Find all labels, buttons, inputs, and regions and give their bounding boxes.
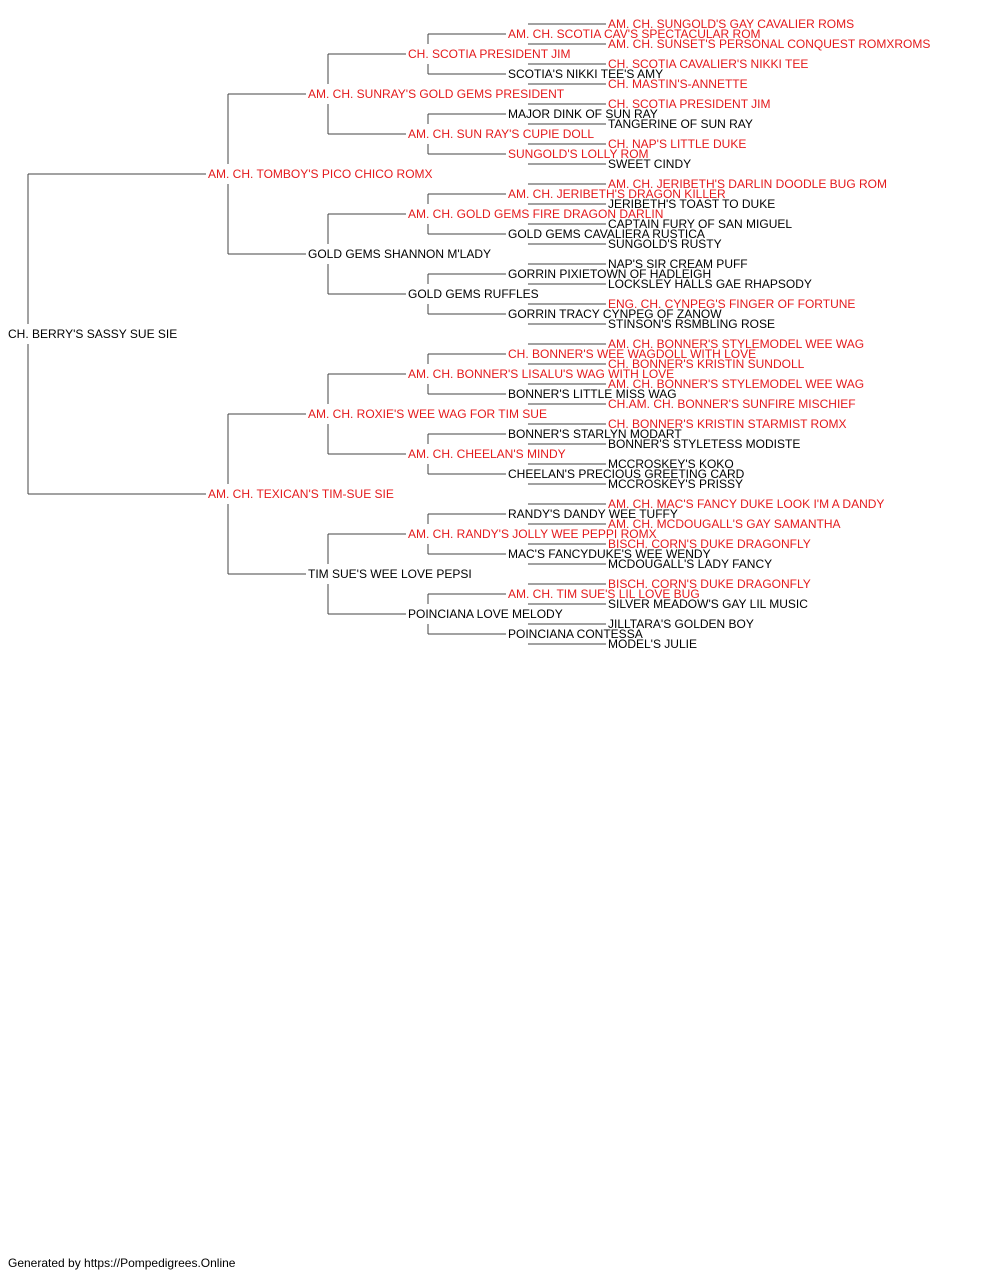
ancestor-name-gen-5: CH. MASTIN'S-ANNETTE	[608, 77, 748, 91]
ancestor-name-gen-2: AM. CH. ROXIE'S WEE WAG FOR TIM SUE	[308, 407, 547, 421]
ancestor-name-gen-5: MCCROSKEY'S PRISSY	[608, 477, 743, 491]
ancestor-name-gen-3: AM. CH. BONNER'S LISALU'S WAG WITH LOVE	[408, 367, 674, 381]
ancestor-name-gen-4: CHEELAN'S PRECIOUS GREETING CARD	[508, 467, 745, 481]
ancestor-name-gen-4: AM. CH. SCOTIA CAV'S SPECTACULAR ROM	[508, 27, 761, 41]
ancestor-name-gen-5: CH. NAP'S LITTLE DUKE	[608, 137, 746, 151]
ancestor-name-gen-5: AM. CH. BONNER'S STYLEMODEL WEE WAG	[608, 377, 864, 391]
ancestor-name-gen-5: STINSON'S RSMBLING ROSE	[608, 317, 775, 331]
ancestor-name-gen-4: BONNER'S LITTLE MISS WAG	[508, 387, 677, 401]
ancestor-name-gen-5: MCDOUGALL'S LADY FANCY	[608, 557, 772, 571]
ancestor-name-gen-4: AM. CH. TIM SUE'S LIL LOVE BUG	[508, 587, 700, 601]
ancestor-name-gen-3: AM. CH. GOLD GEMS FIRE DRAGON DARLIN	[408, 207, 663, 221]
ancestor-name-gen-5: CAPTAIN FURY OF SAN MIGUEL	[608, 217, 792, 231]
ancestor-name-gen-4: MAJOR DINK OF SUN RAY	[508, 107, 658, 121]
subject-dog-name: CH. BERRY'S SASSY SUE SIE	[8, 327, 177, 341]
ancestor-name-gen-5: JERIBETH'S TOAST TO DUKE	[608, 197, 775, 211]
ancestor-name-gen-5: CH. BONNER'S KRISTIN STARMIST ROMX	[608, 417, 847, 431]
ancestor-name-gen-5: JILLTARA'S GOLDEN BOY	[608, 617, 754, 631]
ancestor-name-gen-3: POINCIANA LOVE MELODY	[408, 607, 563, 621]
ancestor-name-gen-4: GOLD GEMS CAVALIERA RUSTICA	[508, 227, 705, 241]
ancestor-name-gen-1: AM. CH. TEXICAN'S TIM-SUE SIE	[208, 487, 394, 501]
ancestor-name-gen-5: ENG. CH. CYNPEG'S FINGER OF FORTUNE	[608, 297, 855, 311]
ancestor-name-gen-5: LOCKSLEY HALLS GAE RHAPSODY	[608, 277, 812, 291]
ancestor-name-gen-5: AM. CH. BONNER'S STYLEMODEL WEE WAG	[608, 337, 864, 351]
ancestor-name-gen-5: AM. CH. MCDOUGALL'S GAY SAMANTHA	[608, 517, 841, 531]
ancestor-name-gen-5: AM. CH. SUNSET'S PERSONAL CONQUEST ROMXR…	[608, 37, 930, 51]
ancestor-name-gen-5: CH. SCOTIA PRESIDENT JIM	[608, 97, 770, 111]
ancestor-name-gen-4: SCOTIA'S NIKKI TEE'S AMY	[508, 67, 663, 81]
ancestor-name-gen-5: BONNER'S STYLETESS MODISTE	[608, 437, 800, 451]
ancestor-name-gen-2: TIM SUE'S WEE LOVE PEPSI	[308, 567, 472, 581]
ancestor-name-gen-3: AM. CH. RANDY'S JOLLY WEE PEPPI ROMX	[408, 527, 657, 541]
ancestor-name-gen-5: BISCH. CORN'S DUKE DRAGONFLY	[608, 537, 811, 551]
ancestor-name-gen-5: NAP'S SIR CREAM PUFF	[608, 257, 748, 271]
ancestor-name-gen-3: AM. CH. SUN RAY'S CUPIE DOLL	[408, 127, 594, 141]
ancestor-name-gen-5: TANGERINE OF SUN RAY	[608, 117, 753, 131]
ancestor-name-gen-3: CH. SCOTIA PRESIDENT JIM	[408, 47, 570, 61]
ancestor-name-gen-5: CH.AM. CH. BONNER'S SUNFIRE MISCHIEF	[608, 397, 856, 411]
ancestor-name-gen-4: POINCIANA CONTESSA	[508, 627, 643, 641]
ancestor-name-gen-5: CH. BONNER'S KRISTIN SUNDOLL	[608, 357, 805, 371]
ancestor-name-gen-5: SUNGOLD'S RUSTY	[608, 237, 722, 251]
ancestor-name-gen-4: CH. BONNER'S WEE WAGDOLL WITH LOVE	[508, 347, 756, 361]
ancestor-name-gen-3: AM. CH. CHEELAN'S MINDY	[408, 447, 566, 461]
ancestor-name-gen-5: BISCH. CORN'S DUKE DRAGONFLY	[608, 577, 811, 591]
ancestor-name-gen-4: AM. CH. JERIBETH'S DRAGON KILLER	[508, 187, 726, 201]
ancestor-name-gen-5: SILVER MEADOW'S GAY LIL MUSIC	[608, 597, 808, 611]
ancestor-name-gen-5: SWEET CINDY	[608, 157, 691, 171]
ancestor-name-gen-4: MAC'S FANCYDUKE'S WEE WENDY	[508, 547, 711, 561]
ancestor-name-gen-2: GOLD GEMS SHANNON M'LADY	[308, 247, 491, 261]
ancestor-name-gen-2: AM. CH. SUNRAY'S GOLD GEMS PRESIDENT	[308, 87, 565, 101]
generated-by-footer: Generated by https://Pompedigrees.Online	[8, 1256, 236, 1270]
ancestor-name-gen-5: AM. CH. JERIBETH'S DARLIN DOODLE BUG ROM	[608, 177, 887, 191]
tree-connectors	[27, 23, 606, 645]
ancestor-name-gen-5: AM. CH. MAC'S FANCY DUKE LOOK I'M A DAND…	[608, 497, 884, 511]
ancestor-name-gen-4: GORRIN TRACY CYNPEG OF ZANOW	[508, 307, 722, 321]
ancestor-name-gen-3: GOLD GEMS RUFFLES	[408, 287, 539, 301]
ancestor-name-gen-5: MODEL'S JULIE	[608, 637, 697, 651]
ancestor-name-gen-4: BONNER'S STARLYN MODART	[508, 427, 682, 441]
ancestor-name-gen-4: RANDY'S DANDY WEE TUFFY	[508, 507, 678, 521]
ancestor-name-gen-4: GORRIN PIXIETOWN OF HADLEIGH	[508, 267, 711, 281]
ancestor-name-gen-1: AM. CH. TOMBOY'S PICO CHICO ROMX	[208, 167, 433, 181]
ancestor-name-gen-5: MCCROSKEY'S KOKO	[608, 457, 734, 471]
ancestor-name-gen-4: SUNGOLD'S LOLLY ROM	[508, 147, 649, 161]
ancestor-name-gen-5: CH. SCOTIA CAVALIER'S NIKKI TEE	[608, 57, 808, 71]
ancestor-name-gen-5: AM. CH. SUNGOLD'S GAY CAVALIER ROMS	[608, 17, 854, 31]
